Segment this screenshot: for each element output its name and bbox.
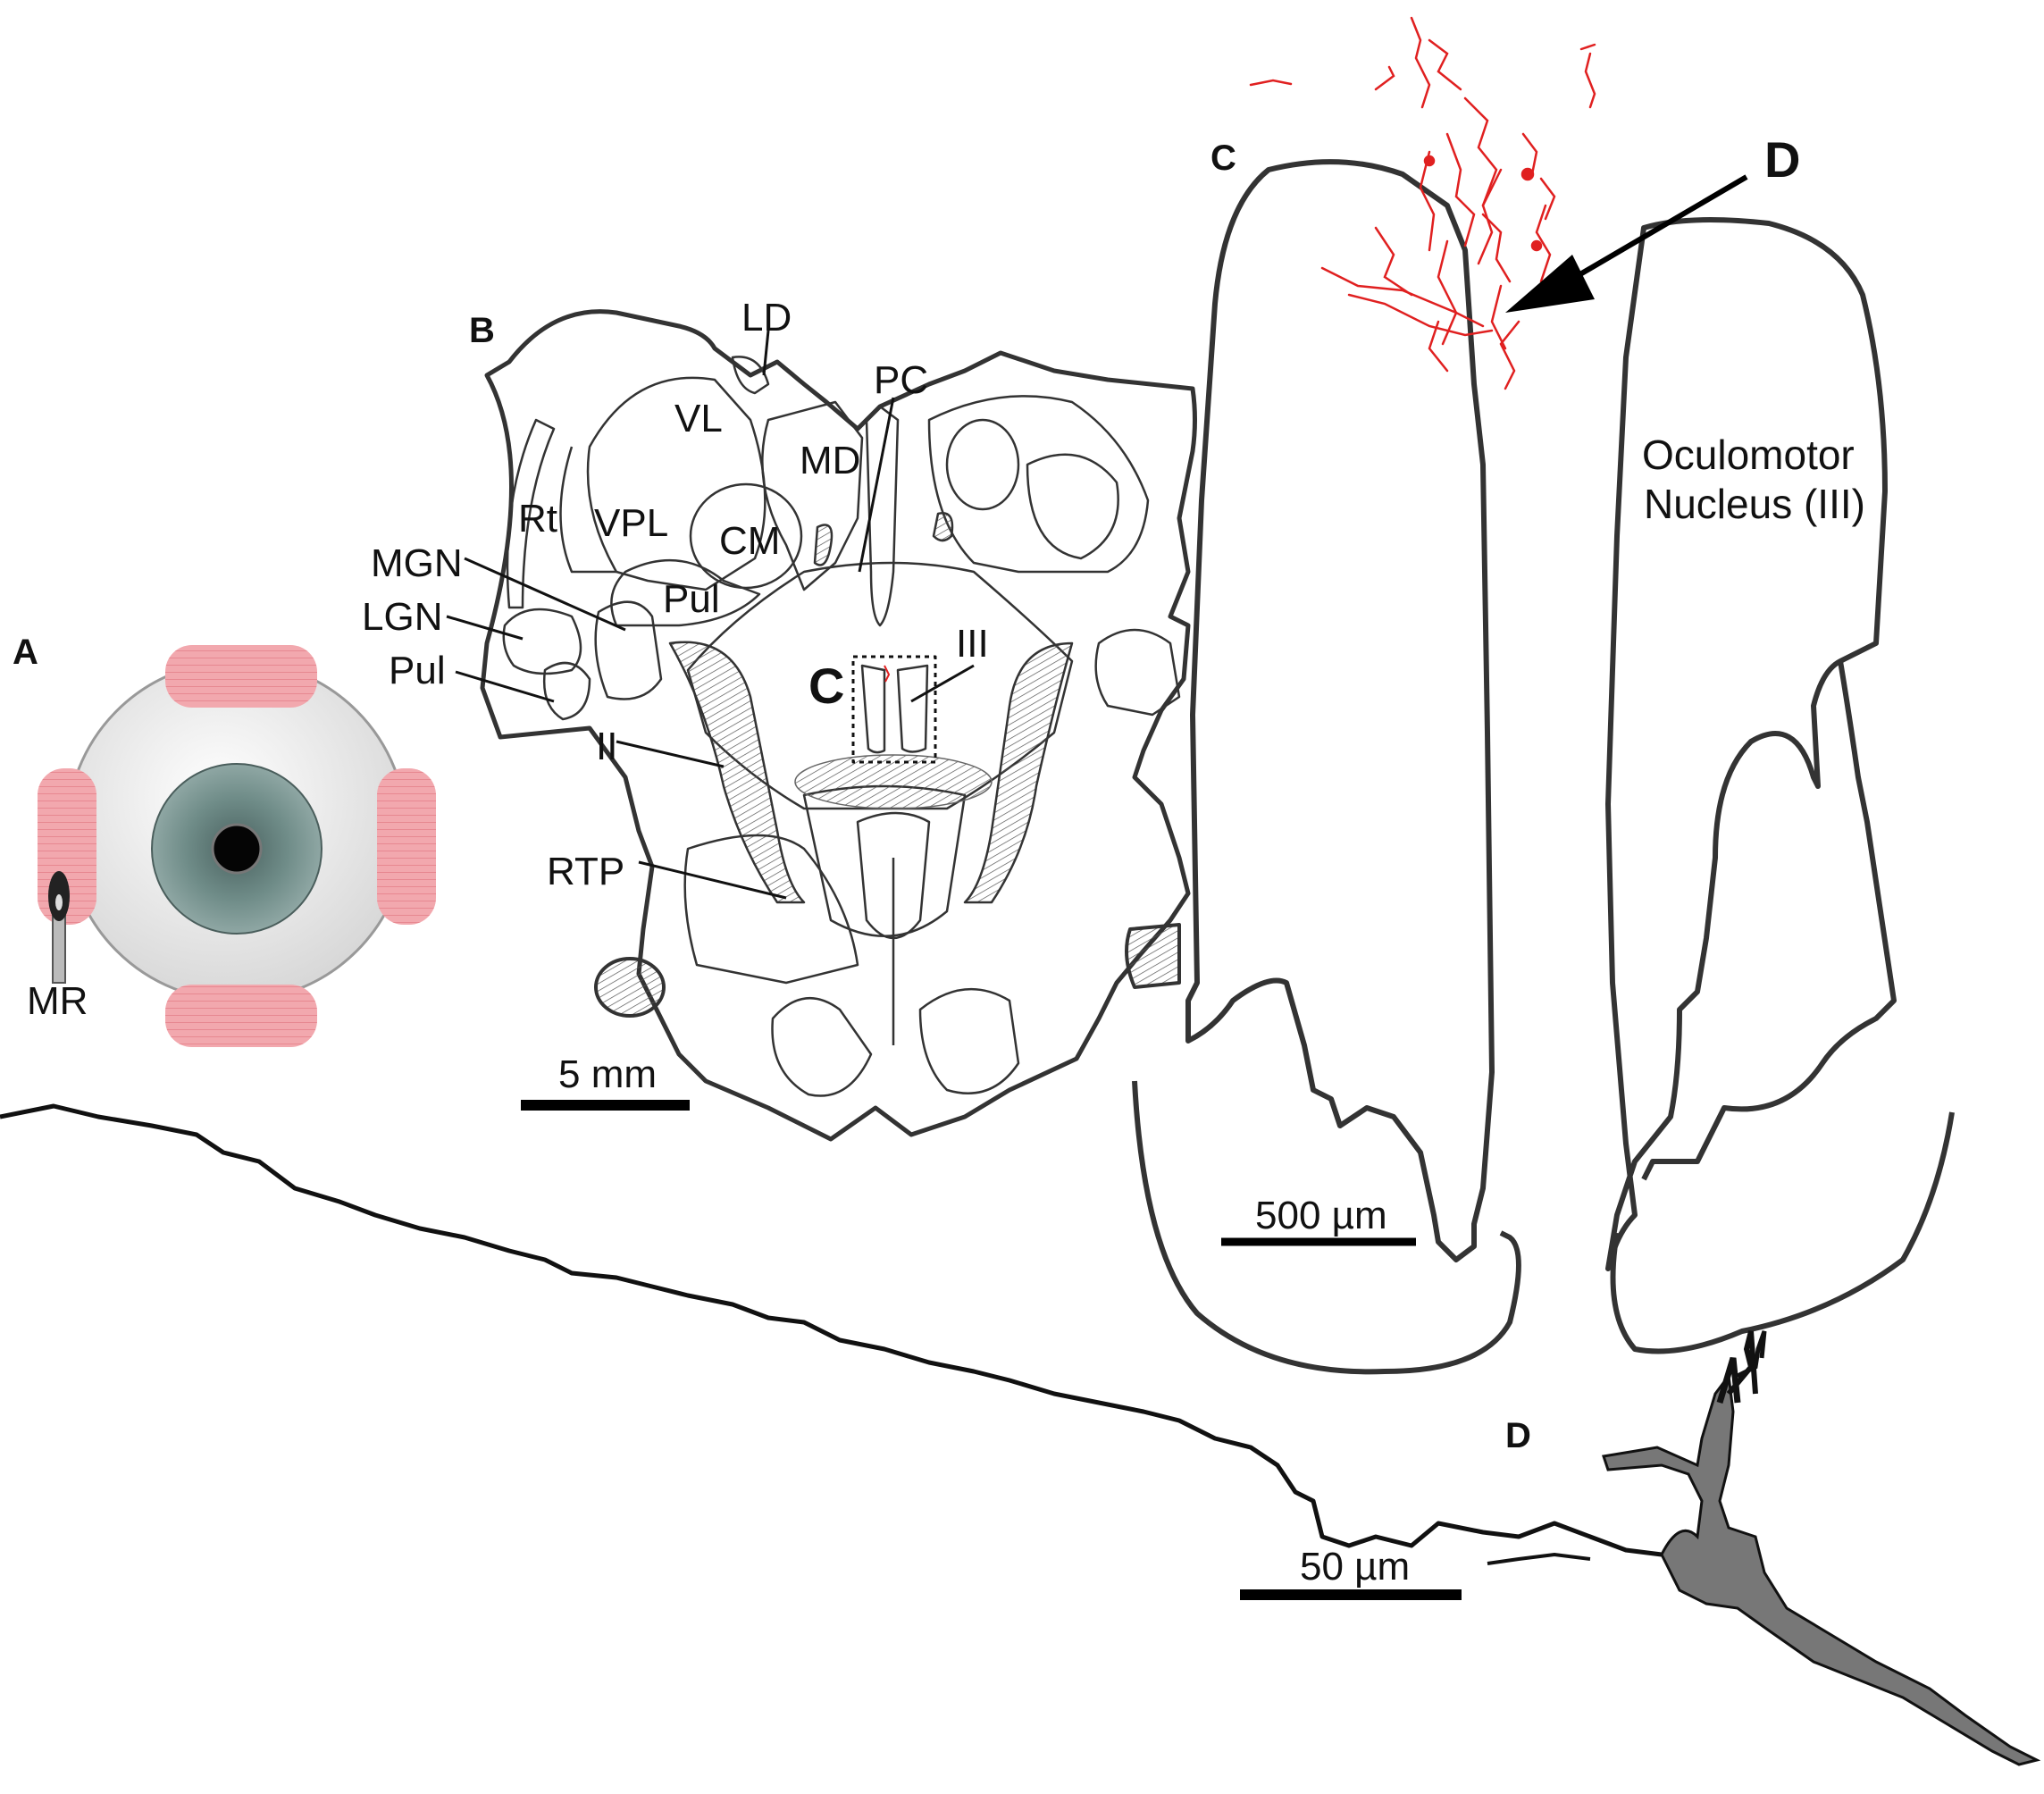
dendrite-upper-b — [1726, 1330, 1758, 1396]
left-choroid — [813, 524, 834, 566]
label-iii: III — [956, 622, 989, 666]
label-pul-lower: Pul — [389, 649, 446, 692]
arrow-label-d: D — [1764, 131, 1800, 188]
inset-box-c — [851, 655, 937, 764]
structure-rt — [506, 418, 556, 609]
structure-ld — [731, 356, 770, 395]
right-lateral-hatched — [1125, 923, 1181, 989]
panel-label-b: B — [469, 311, 495, 350]
scale-label-500um: 500 µm — [1255, 1194, 1387, 1237]
panel-label-c: C — [1210, 138, 1236, 178]
decussation-fibers — [794, 754, 993, 809]
panel-c-arrow — [1505, 174, 1748, 313]
label-ld: LD — [741, 296, 792, 340]
dendrite-tip — [1736, 1330, 1767, 1379]
structure-cm — [689, 482, 803, 590]
panel-b-brain-section — [446, 309, 1197, 1142]
structure-lgn — [502, 608, 582, 675]
panel-c-fibers — [1249, 16, 1596, 390]
lower-left-structure — [771, 996, 873, 1097]
label-ii: II — [596, 725, 617, 768]
panel-d-neuron: D 50 µm — [0, 1103, 2041, 1766]
pupil — [211, 823, 263, 875]
inset-label-c: C — [808, 658, 844, 714]
arrow-head-icon — [1505, 255, 1595, 313]
structure-vpl — [559, 446, 616, 574]
right-nucleus-outline — [1605, 217, 1888, 1271]
structure-md — [761, 400, 864, 591]
inset-nucleus-left — [860, 664, 886, 754]
structure-pul — [610, 558, 761, 627]
structure-ii-tract — [668, 641, 806, 904]
lower-right-structure — [918, 987, 1020, 1094]
label-md: MD — [800, 439, 860, 482]
nucleus-name-line2: Nucleus (III) — [1644, 481, 1865, 527]
left-cerebral-peduncle — [594, 957, 666, 1018]
structure-vl — [586, 376, 766, 591]
inset-nucleus-right — [896, 664, 929, 753]
right-thalamus-outline — [927, 395, 1150, 574]
right-choroid — [932, 512, 954, 542]
panel-a-eye: A MR — [13, 633, 436, 1047]
third-ventricle — [865, 405, 900, 627]
panel-label-a: A — [13, 633, 38, 672]
label-rt: Rt — [518, 497, 557, 541]
inset-fibers — [884, 665, 890, 683]
axon — [0, 1103, 1663, 1557]
nucleus-name-line1: Oculomotor — [1642, 432, 1855, 478]
right-lateral-structure — [1094, 628, 1181, 717]
panel-b-labels: B LD PC VL MD Rt VPL CM Pul MGN LGN Pul … — [362, 296, 989, 1096]
label-pul-upper: Pul — [663, 577, 720, 621]
right-nucleus-lower-lobe — [1610, 1111, 1955, 1354]
structure-mgn — [594, 600, 663, 700]
left-nucleus-outline — [1185, 159, 1495, 1262]
right-nucleus-inner-edge — [1641, 660, 1897, 1181]
panel-label-d: D — [1505, 1416, 1531, 1455]
label-rtp: RTP — [547, 850, 624, 893]
label-lgn: LGN — [362, 595, 442, 639]
axon-branch — [1487, 1552, 1591, 1565]
label-pc: PC — [874, 358, 928, 402]
scale-label-5mm: 5 mm — [558, 1052, 657, 1096]
basilar-region — [856, 811, 931, 940]
left-nucleus-lower-lobe — [1132, 1080, 1521, 1375]
right-structure-cm — [1026, 453, 1119, 560]
panel-c-oculomotor — [1132, 159, 1955, 1375]
scale-label-50um: 50 µm — [1300, 1545, 1410, 1589]
soma — [1602, 1372, 2041, 1766]
right-tract — [963, 641, 1074, 904]
label-cm: CM — [719, 519, 780, 563]
panel-c-labels: C D Oculomotor Nucleus (III) 500 µm — [1210, 131, 1865, 1237]
label-vl: VL — [674, 397, 723, 440]
label-mr: MR — [27, 979, 88, 1023]
label-mgn: MGN — [371, 541, 463, 585]
label-vpl: VPL — [594, 501, 668, 545]
brain-outline — [480, 309, 1197, 1142]
structure-rtp — [683, 834, 859, 985]
right-structure-md — [945, 418, 1020, 511]
